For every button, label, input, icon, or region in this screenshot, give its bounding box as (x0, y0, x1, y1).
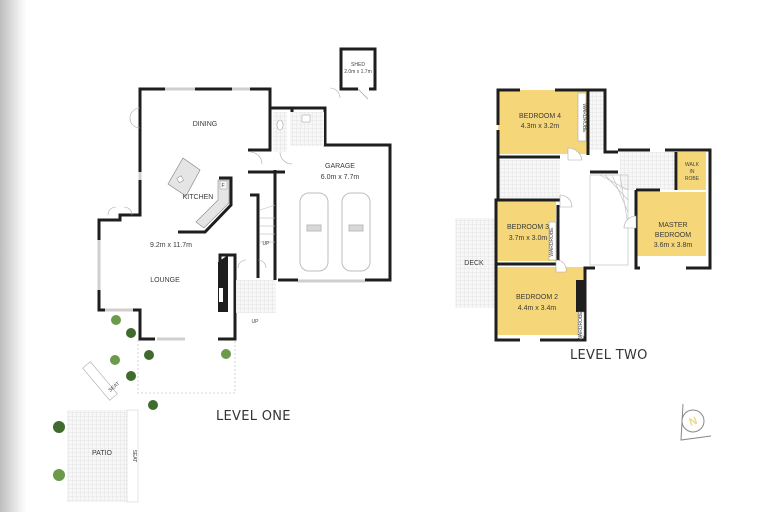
stairs-up-label: UP (263, 241, 271, 247)
bedroom2-label: BEDROOM 2 (516, 294, 558, 301)
stairs-level-two (589, 174, 629, 266)
bedroom3-label: BEDROOM 3 (507, 224, 549, 231)
fireplace-opening (219, 288, 223, 302)
doors-level-one (107, 87, 341, 269)
courtyard-outline (137, 340, 236, 394)
fireplace (218, 255, 228, 312)
svg-text:N: N (688, 415, 700, 429)
garage-cars (299, 192, 371, 272)
bedroom3-fill (496, 201, 556, 261)
master-ensuite-tiles (620, 152, 676, 190)
toilet-tiles (273, 112, 287, 152)
wardrobes (548, 92, 587, 337)
fridge-icon (219, 180, 228, 190)
master-bedroom-fill (636, 192, 706, 256)
windows (97, 87, 365, 341)
patio-seat (126, 409, 139, 503)
doors-level-two (555, 147, 637, 273)
ensuite-4-tiles (590, 90, 604, 150)
kitchen-island (167, 157, 201, 197)
wardrobe-label-1: WARDROBE (581, 103, 587, 133)
bedroom3-size: 3.7m x 3.0m (509, 235, 548, 242)
walkin-label-3: ROBE (685, 176, 700, 182)
toilet-icon (276, 119, 284, 131)
walkin-label-1: WALK (685, 162, 700, 168)
garage-label: GARAGE (325, 163, 355, 170)
bathroom-tiles (498, 160, 560, 198)
master-label-2: BEDROOM (655, 232, 691, 239)
patio (67, 410, 127, 502)
bedroom4-label: BEDROOM 4 (519, 113, 561, 120)
north-compass-icon: N (680, 403, 712, 441)
seat-label-2: SEAT (131, 450, 137, 463)
trees (53, 315, 231, 481)
entry-porch (236, 280, 276, 313)
sink-icon (301, 114, 311, 123)
walk-in-robe-fill (678, 152, 706, 190)
entry-up-label: UP (252, 319, 260, 325)
garage-size: 6.0m x 7.7m (321, 174, 360, 181)
seat-bench (82, 361, 118, 401)
stairs-level-one (259, 204, 276, 243)
dining-label: DINING (193, 121, 218, 128)
deck-label: DECK (464, 260, 484, 267)
level-two-chimney (576, 280, 584, 312)
wardrobe-label-3: WARDROBE (578, 311, 584, 341)
shed-size: 2.0m x 1.7m (344, 69, 372, 75)
lounge-label: LOUNGE (150, 277, 180, 284)
patio-label: PATIO (92, 450, 113, 457)
kitchen-label: KITCHEN (183, 194, 214, 201)
fridge-label: F (221, 183, 224, 189)
level-one-plan: SHED 2.0m x 1.7m DINING KITCHEN 9.2m x 1… (53, 47, 392, 503)
master-label-1: MASTER (658, 222, 687, 229)
kitchen-bench (195, 179, 230, 229)
bedroom2-fill (496, 267, 584, 335)
bedroom4-size: 4.3m x 3.2m (521, 123, 560, 130)
level-one-title: LEVEL ONE (216, 409, 291, 424)
page-edge-shadow (0, 0, 26, 512)
shed-label: SHED (351, 62, 365, 68)
master-size: 3.6m x 3.8m (654, 242, 693, 249)
lounge-size: 9.2m x 11.7m (150, 242, 192, 249)
bedroom4-fill (498, 90, 588, 154)
level-two-title: LEVEL TWO (570, 348, 648, 363)
deck (455, 218, 495, 308)
level-two-walls (494, 88, 712, 342)
walkin-label-2: IN (690, 169, 695, 175)
wardrobe-label-2: WARDROBE (549, 227, 555, 257)
level-two-plan: WARDROBE WARDROBE WARDROBE BEDROOM 4 4.3… (455, 88, 712, 342)
bedroom2-size: 4.4m x 3.4m (518, 305, 557, 312)
main-house-walls (97, 87, 392, 341)
shed (339, 47, 377, 100)
